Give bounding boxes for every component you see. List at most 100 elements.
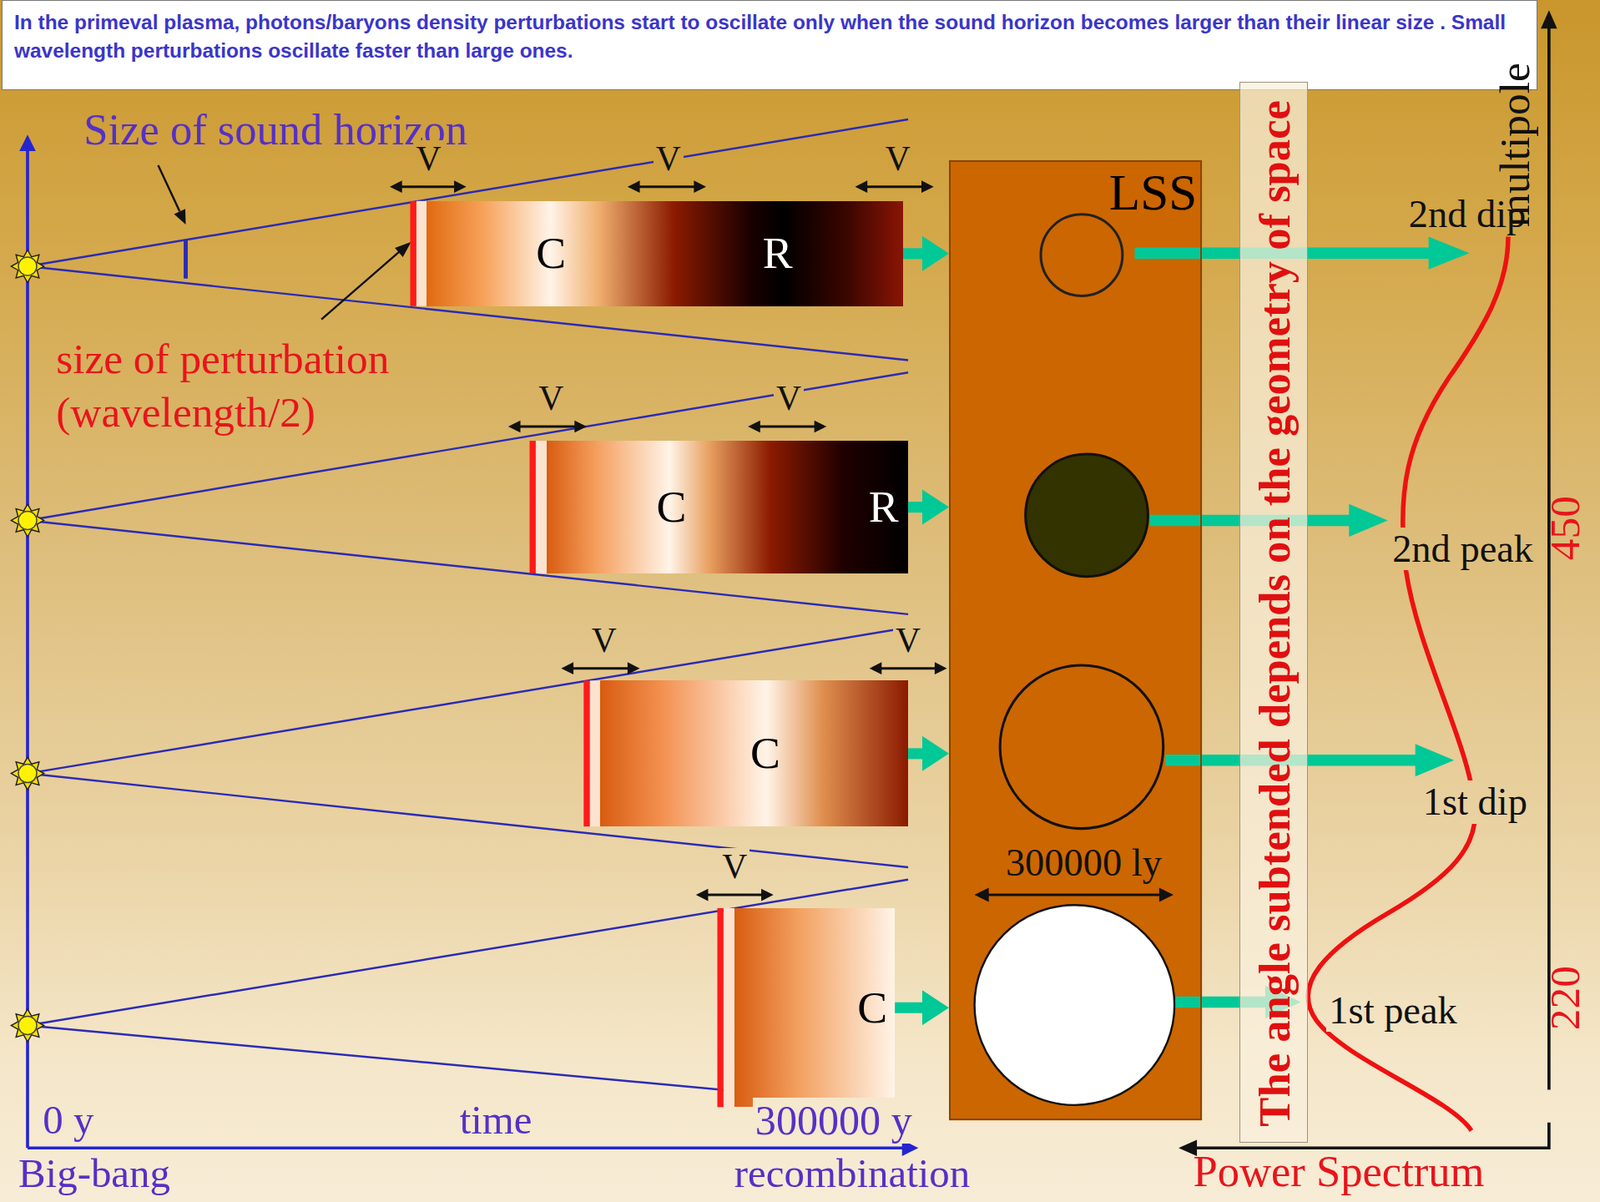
band-letter: R [762,228,793,278]
connector-arrowhead [922,236,949,272]
sun-icon [10,757,44,790]
leader-arrowhead [394,242,412,258]
arrowhead [627,661,641,675]
text-label: 0 y [42,1097,94,1143]
leader-arrowhead [174,208,187,225]
title-banner: In the primeval plasma, photons/baryons … [1,0,1538,91]
band-letter: C [656,482,687,532]
sun-icon [10,249,44,283]
connector-arrow [908,736,949,772]
marker-gap [723,908,735,1107]
title-text: In the primeval plasma, photons/baryons … [14,8,1525,66]
annotation-label: V [883,140,914,179]
arrowhead [693,180,707,193]
annotation-label: V [535,379,566,419]
axis-arrowhead [1540,10,1558,29]
sun-icon [10,504,44,537]
arrowhead [814,420,828,434]
spot-circle [1025,454,1149,577]
text-label: size of perturbation (wavelength/2) [55,332,445,440]
text-label: recombination [734,1150,970,1197]
perturbation-band: C [600,680,909,827]
sun-icon [10,1009,44,1042]
arrowhead [747,420,761,434]
arrowhead [454,180,467,193]
double-arrow [571,666,631,670]
power-spectrum-curve [1307,237,1509,1131]
perturbation-band: CR [546,440,909,574]
green-arrowhead [1348,504,1388,537]
connector-arrowhead [922,736,949,772]
connector-line [894,1002,924,1014]
perturbation-markers [409,201,735,1108]
arrowhead [934,661,948,675]
spot-circle [1040,214,1123,297]
double-arrow [518,424,577,428]
panel-heading: LSS [1109,166,1197,218]
connector-line [903,247,924,259]
horizon-tick [183,239,188,278]
double-arrow [706,893,763,897]
band-letter: C [535,228,566,278]
text-label: time [459,1097,533,1143]
perturbation-band: C [734,908,895,1107]
connector-arrowhead [922,489,949,525]
geometry-note-box: The angle subtended depends on the geome… [1239,81,1308,1143]
text-label: 300000 ly [1005,841,1162,884]
lss-panel: LSS [948,160,1202,1121]
band-letter: C [857,983,888,1033]
dimension-arrow [986,893,1161,897]
connector-arrow [894,989,949,1025]
annotation-label: 2nd peak [1389,527,1536,571]
axis-label: 450 [1543,495,1586,561]
leader-line [157,165,180,212]
arrowhead [389,180,403,193]
sound-horizon-cones [27,119,909,1107]
spot-circle [999,665,1164,829]
annotation-label: V [719,847,750,887]
annotation-label: V [653,140,684,179]
arrowhead [974,887,990,902]
red-marker [716,908,723,1107]
arrowhead [855,180,869,193]
connector-arrowhead [922,989,949,1025]
spot-circle [974,904,1176,1106]
arrowhead [627,180,641,193]
double-arrow [865,185,924,188]
marker-gap [590,680,601,827]
connector-line [908,747,924,759]
red-marker [583,680,590,827]
arrowhead [869,661,883,675]
arrowhead [761,888,774,902]
band-letter: C [750,728,781,778]
marker-gap [416,201,427,307]
axis-label: 220 [1543,965,1586,1030]
perturbation-band: CR [426,201,904,307]
velocity-arrows [389,180,948,901]
annotation-label: V [413,140,444,179]
text-label: Power Spectrum [1193,1147,1485,1197]
double-arrow [879,666,937,670]
arrowhead [1159,887,1174,902]
double-arrow [399,185,456,188]
lss-panel-fill [948,160,1202,1121]
red-marker [529,440,536,574]
marker-gap [535,440,547,574]
connector-arrow [908,489,949,525]
annotation-label: 1st dip [1420,780,1530,823]
arrowhead [508,420,521,434]
text-label: Size of sound horizon [83,105,468,155]
connector-arrow [903,236,949,272]
annotation-label: 1st peak [1326,989,1459,1032]
text-label: Big-bang [18,1150,171,1197]
arrowhead [696,888,709,902]
arrowhead [921,180,934,193]
axis-label: multipole [1493,62,1536,228]
double-arrow [757,424,817,428]
band-letter: R [868,482,899,532]
arrowhead [560,661,574,675]
time-axis [27,1145,904,1150]
vertical-axis [25,148,30,1148]
annotation-label: V [893,621,924,661]
